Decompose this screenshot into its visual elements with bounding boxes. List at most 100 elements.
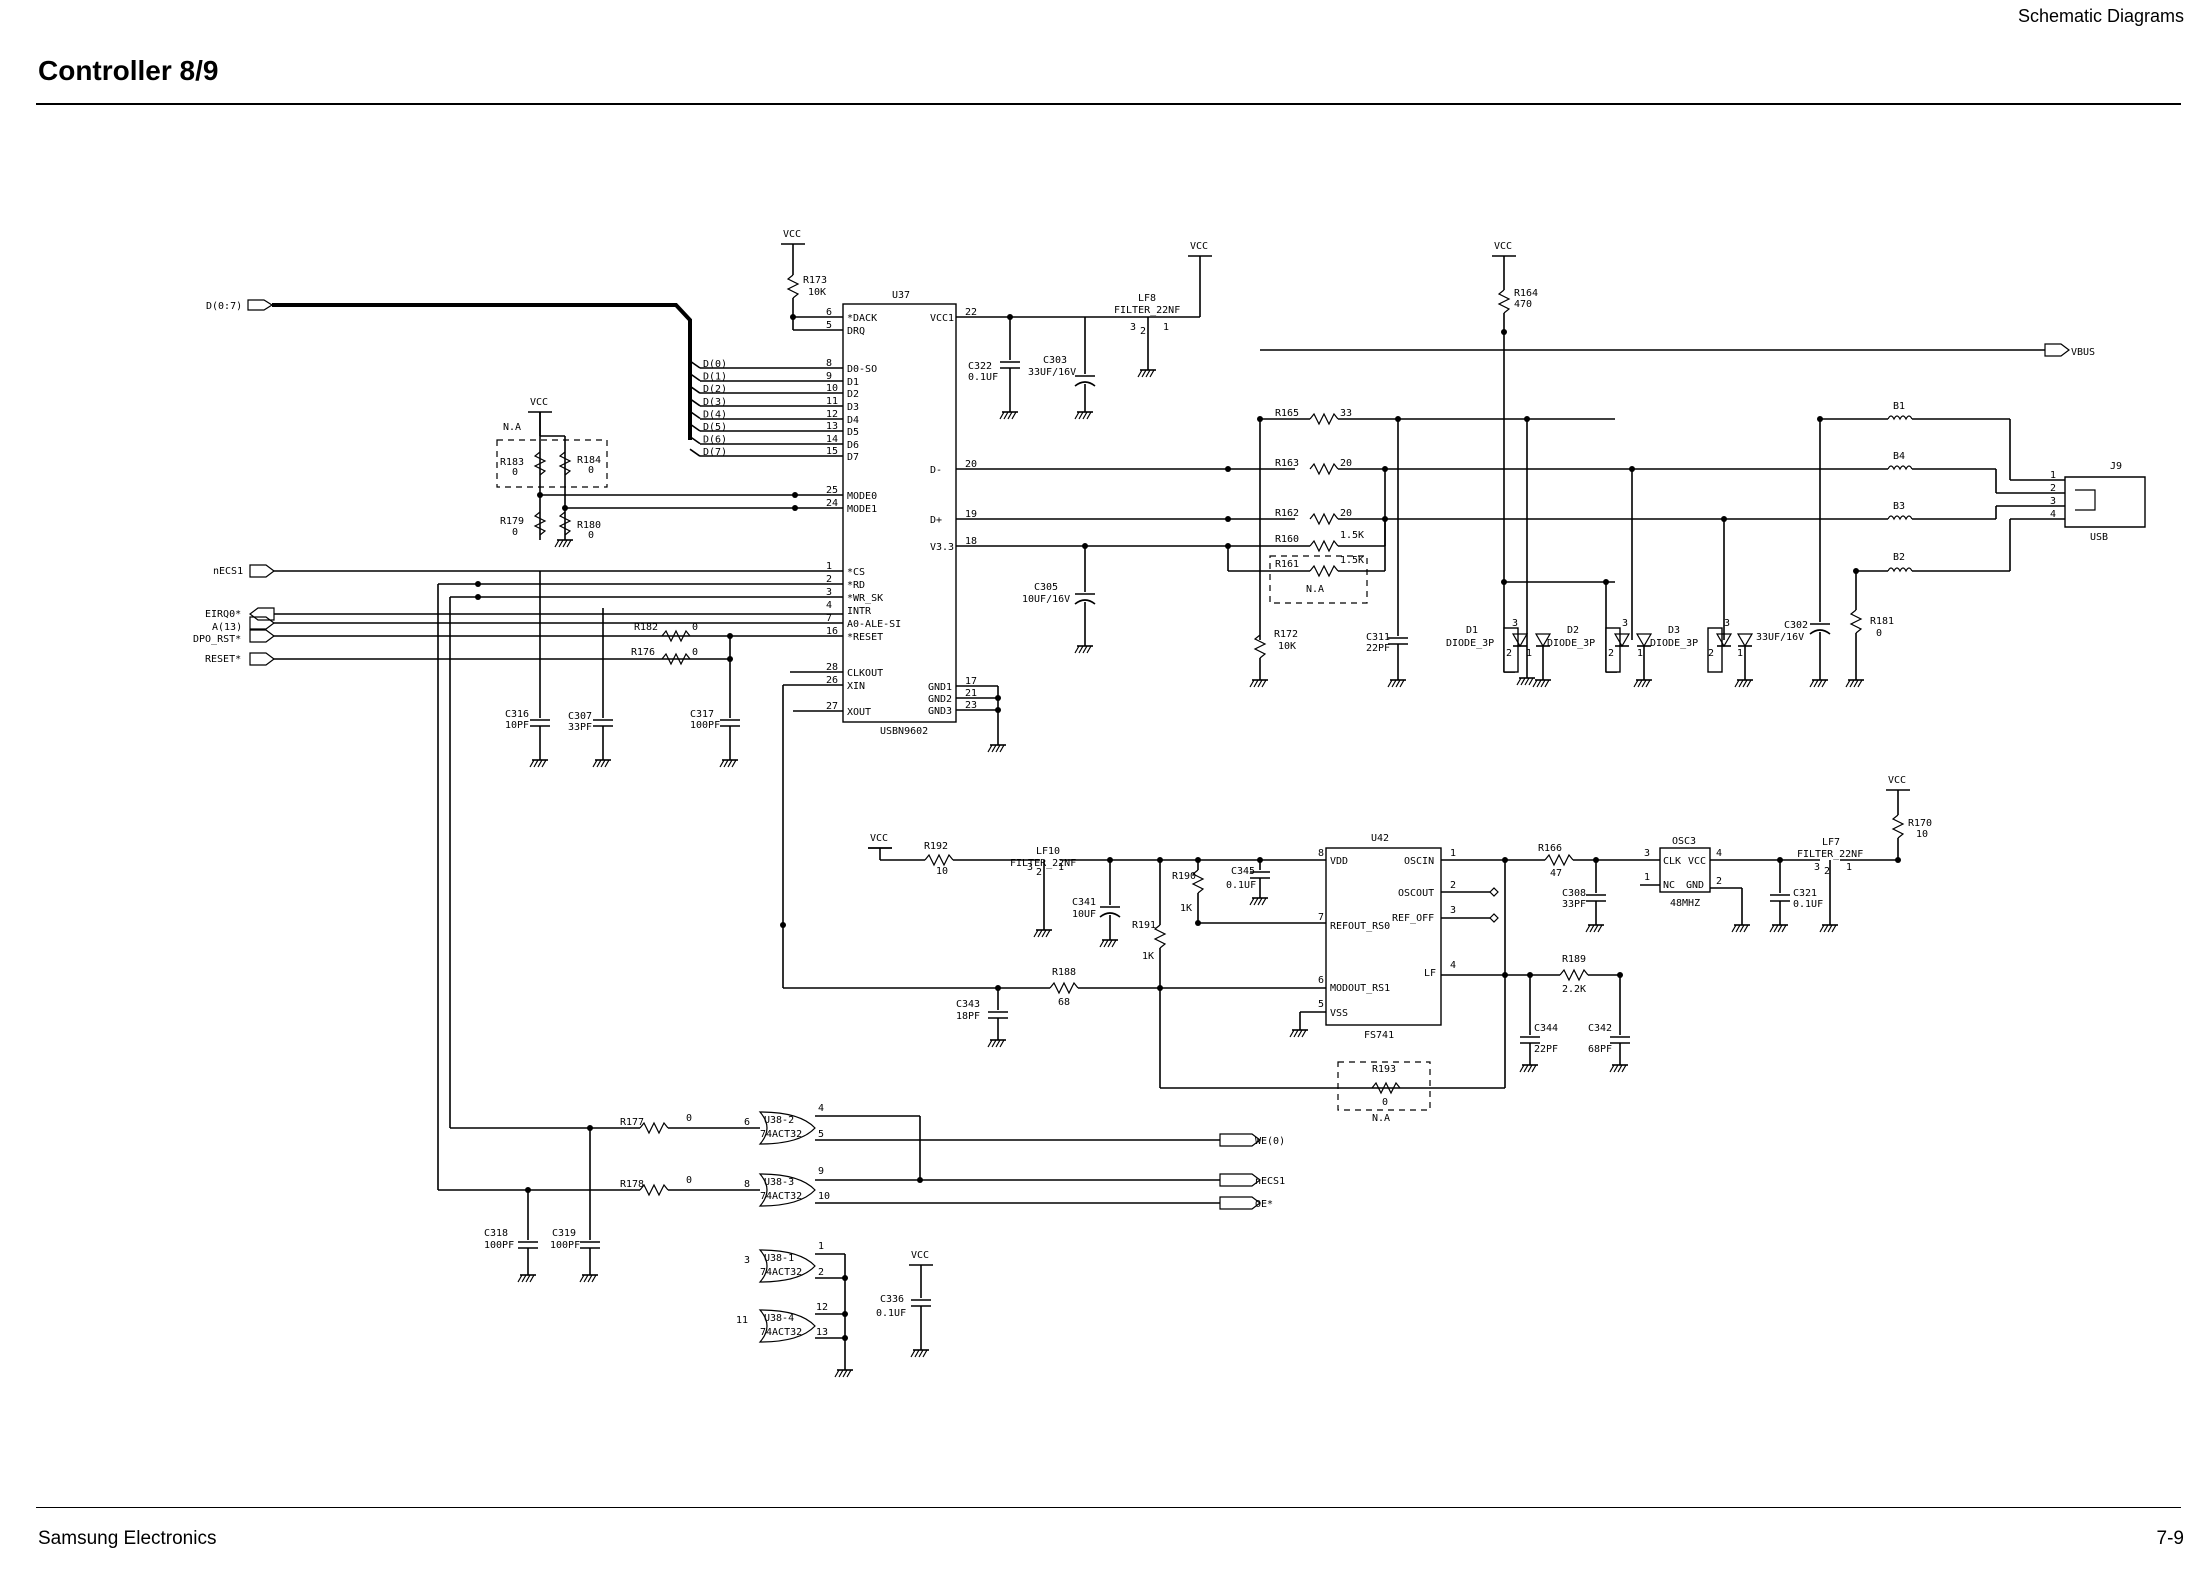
page-title: Controller 8/9 (38, 55, 219, 86)
svg-text:B1: B1 (1893, 401, 1905, 412)
lf8-ref: LF8 (1138, 293, 1156, 304)
svg-text:R181: R181 (1870, 616, 1894, 627)
svg-text:20: 20 (1340, 508, 1352, 519)
svg-text:68: 68 (1058, 997, 1070, 1008)
ground-symbol (1387, 679, 1406, 688)
bus-line (272, 303, 692, 440)
ground-symbol (1074, 411, 1093, 420)
svg-text:2.2K: 2.2K (1562, 984, 1586, 995)
u37-pin-name: *RD (847, 580, 865, 591)
u37-pin-num: 15 (826, 446, 838, 457)
svg-text:10: 10 (936, 866, 948, 877)
u37-pin-num: 16 (826, 626, 838, 637)
u37-pin-num: 1 (826, 561, 832, 572)
svg-text:22PF: 22PF (1534, 1044, 1558, 1055)
svg-text:0.1UF: 0.1UF (1793, 899, 1823, 910)
svg-text:2: 2 (1036, 867, 1042, 878)
na-label-3: N.A (1372, 1113, 1390, 1124)
svg-text:C344: C344 (1534, 1023, 1558, 1034)
svg-text:0.1UF: 0.1UF (876, 1308, 906, 1319)
svg-text:C336: C336 (880, 1294, 904, 1305)
svg-text:C342: C342 (1588, 1023, 1612, 1034)
svg-text:GND: GND (1686, 880, 1704, 891)
svg-text:1.5K: 1.5K (1340, 530, 1364, 541)
vcc-label: VCC (870, 833, 888, 844)
u37-pin-name: A0-ALE-SI (847, 619, 901, 630)
u37-pin-num: 2 (826, 574, 832, 585)
u37-pin-num: 6 (826, 307, 832, 318)
u37-pin-num: 22 (965, 307, 977, 318)
svg-text:U38-3: U38-3 (764, 1177, 794, 1188)
svg-text:1: 1 (1637, 648, 1643, 659)
svg-text:2: 2 (1450, 880, 1456, 891)
svg-text:0: 0 (588, 465, 594, 476)
u37-pin-name: GND1 (928, 682, 952, 693)
svg-text:C308: C308 (1562, 888, 1586, 899)
ground-symbol (987, 744, 1006, 753)
svg-text:1: 1 (818, 1241, 824, 1252)
svg-text:VDD: VDD (1330, 856, 1348, 867)
ground-symbol (1769, 924, 1788, 933)
u38-2-gate (758, 1111, 816, 1145)
section-header: Schematic Diagrams (2017, 6, 2184, 26)
u37-pin-num: 13 (826, 421, 838, 432)
svg-text:C343: C343 (956, 999, 980, 1010)
u37-pin-num: 21 (965, 688, 977, 699)
svg-text:10UF: 10UF (1072, 909, 1096, 920)
svg-text:48MHZ: 48MHZ (1670, 898, 1700, 909)
u37-pin-num: 4 (826, 600, 832, 611)
u37-pin-num: 3 (826, 587, 832, 598)
svg-text:0: 0 (588, 530, 594, 541)
u37-ground-nets (956, 685, 1001, 745)
ground-symbol (719, 759, 738, 768)
lf8-part: FILTER_22NF (1114, 305, 1180, 316)
svg-text:C319: C319 (552, 1228, 576, 1239)
svg-text:R178: R178 (620, 1179, 644, 1190)
svg-text:3: 3 (1027, 862, 1033, 873)
svg-text:R164: R164 (1514, 288, 1538, 299)
svg-text:0: 0 (686, 1113, 692, 1124)
ground-symbol (1137, 369, 1156, 378)
u37-pin-name: D2 (847, 389, 859, 400)
port-vbus: VBUS (2071, 347, 2095, 358)
port-dpo-rst: DPO_RST* (193, 634, 241, 645)
svg-text:C341: C341 (1072, 897, 1096, 908)
bus-bit-label: D(0) (703, 359, 727, 370)
svg-text:11: 11 (736, 1315, 748, 1326)
bus-bit-label: D(2) (703, 384, 727, 395)
j9-ref: J9 (2110, 461, 2122, 472)
u37-pin-name: *WR_SK (847, 593, 883, 604)
port-necs1-in: nECS1 (213, 566, 243, 577)
ground-symbol (1809, 679, 1828, 688)
u37-body (842, 303, 957, 723)
u37-pin-name: INTR (847, 606, 872, 617)
svg-text:FILTER_22NF: FILTER_22NF (1797, 849, 1863, 860)
svg-text:R177: R177 (620, 1117, 644, 1128)
ground-symbol (1734, 679, 1753, 688)
svg-text:R193: R193 (1372, 1064, 1396, 1075)
u37-pin-name: D7 (847, 452, 859, 463)
u37-pin-name: XIN (847, 681, 865, 692)
ground-symbol (1249, 897, 1268, 906)
ground-symbol (554, 539, 573, 548)
port-necs1-out: nECS1 (1255, 1176, 1285, 1187)
svg-text:3: 3 (1724, 618, 1730, 629)
svg-text:74ACT32: 74ACT32 (760, 1267, 802, 1278)
port-we0: WE(0) (1255, 1136, 1285, 1147)
u37-usb-controller: U37 USBN9602 6*DACK5DRQ8D0-SO9D110D211D3… (700, 290, 977, 737)
svg-text:C305: C305 (1034, 582, 1058, 593)
svg-text:B3: B3 (1893, 501, 1905, 512)
svg-text:U42: U42 (1371, 833, 1389, 844)
svg-text:4: 4 (1716, 848, 1722, 859)
svg-text:B4: B4 (1893, 451, 1905, 462)
svg-text:2: 2 (1608, 648, 1614, 659)
svg-text:REFOUT_RS0: REFOUT_RS0 (1330, 921, 1390, 932)
svg-text:R162: R162 (1275, 508, 1299, 519)
svg-text:0: 0 (692, 647, 698, 658)
svg-text:R190: R190 (1172, 871, 1196, 882)
u37-pin-name: D4 (847, 415, 859, 426)
